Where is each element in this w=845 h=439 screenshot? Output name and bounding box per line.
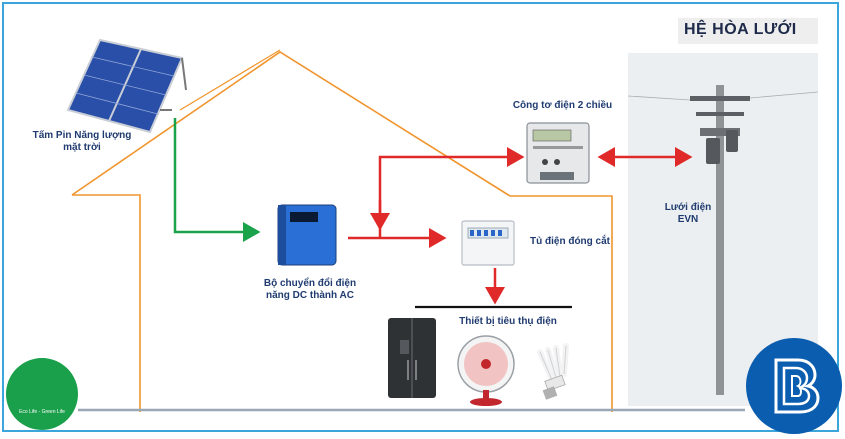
solar-panel-label: Tấm Pin Năng lượng mặt trời [22,130,142,154]
house-inner-roof [179,49,281,111]
dc-flow-arrow [173,118,261,242]
solar-panel-icon [66,38,187,134]
diagram-title: HỆ HÒA LƯỚI [684,21,797,38]
solar-panel-label-line2: mặt trời [63,142,101,153]
light-bulb-icon [537,343,569,400]
outer-frame [2,2,839,432]
eco-life-logo: Eco Life - Green Life [6,358,78,430]
utility-pole-icon [627,85,819,395]
refrigerator-icon [388,318,436,398]
inverter-label: Bộ chuyển đổi điện năng DC thành AC [245,278,375,302]
grid-label-line1: Lưới điện [664,202,712,213]
fan-icon [457,335,515,406]
breaker-box-icon [461,220,515,266]
breaker-label: Tủ điện đóng cắt [530,236,610,247]
grid-label: Lưới điện EVN [660,202,716,226]
inverter-icon [277,204,337,266]
inverter-label-line2: năng DC thành AC [266,290,354,301]
bidirectional-meter-icon [526,122,590,184]
eco-life-tagline: Eco Life - Green Life [19,409,65,415]
grid-label-line2: EVN [677,214,699,225]
title-background [678,18,818,44]
house-outline [72,194,141,412]
inverter-label-line1: Bộ chuyển đổi điện [263,278,357,289]
b-logo-icon [774,358,820,414]
meter-label: Công tơ điện 2 chiều [512,100,613,111]
house-roof [71,51,613,412]
loads-label: Thiết bị tiêu thụ điện [459,316,557,327]
solar-panel-label-line1: Tấm Pin Năng lượng [32,130,132,141]
b-logo-badge [746,338,842,434]
